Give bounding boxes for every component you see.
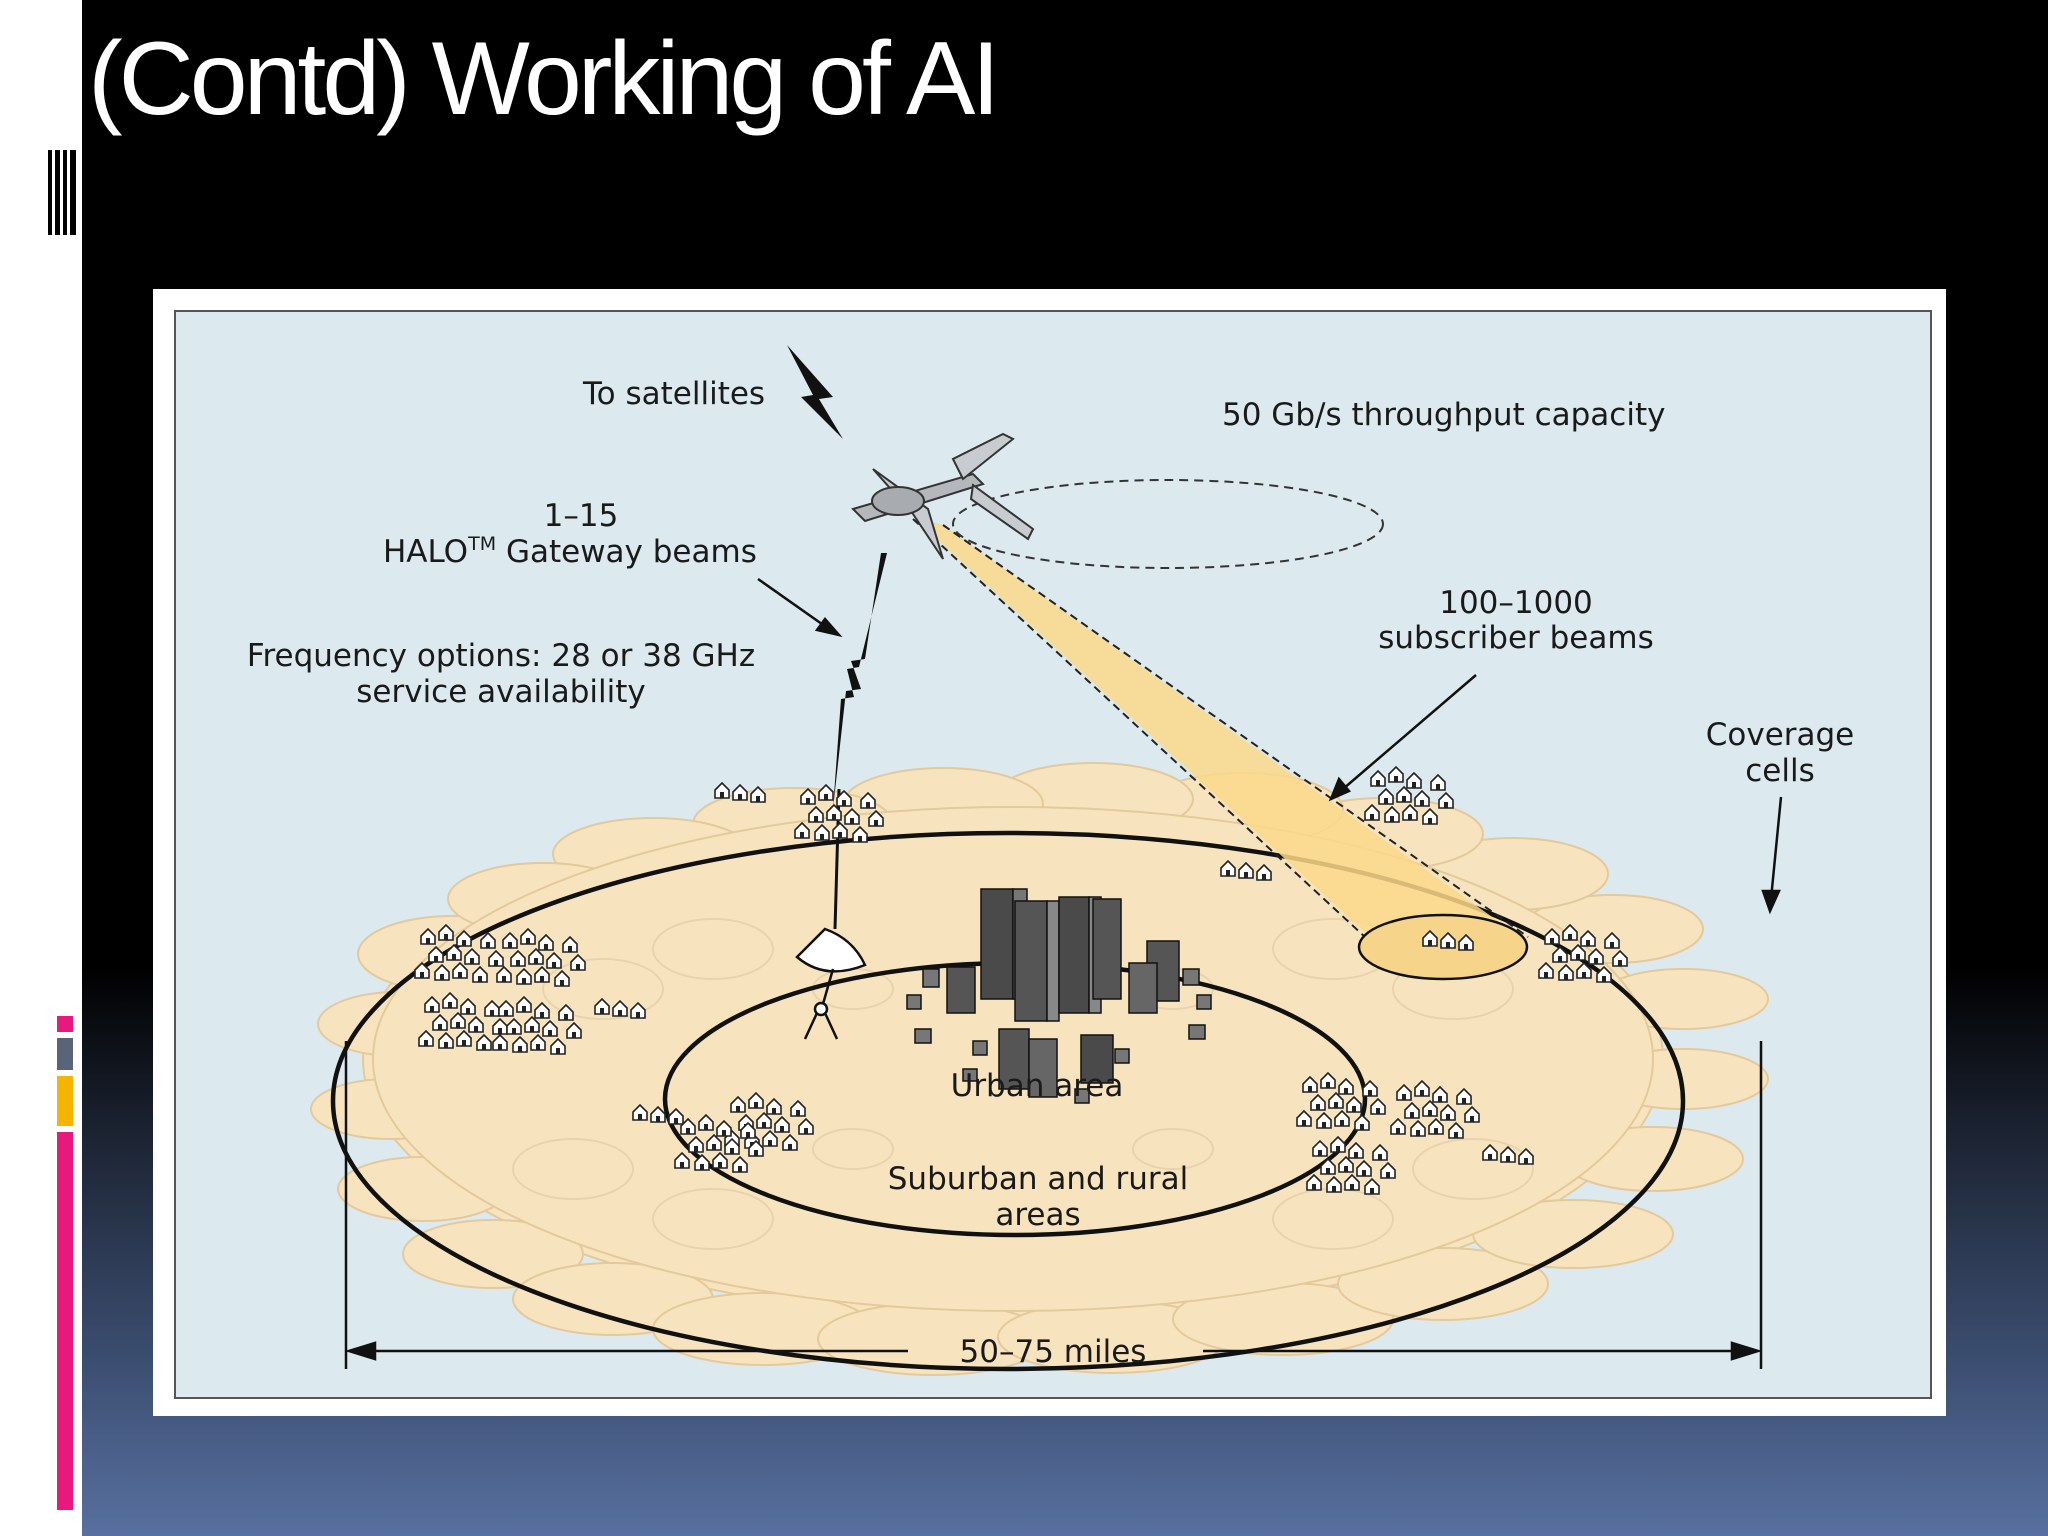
- slide-title: (Contd) Working of AI: [88, 21, 1000, 137]
- gateway-beams-label: HALOTM Gateway beams: [383, 533, 757, 570]
- gateway-beams-suffix: Gateway beams: [496, 534, 757, 570]
- gateway-count-label: 1–15: [544, 498, 619, 534]
- accent-bar-decoration: [48, 150, 76, 1510]
- to-satellites-label: To satellites: [582, 376, 765, 412]
- annotation-arrows: [757, 577, 1783, 915]
- aircraft-orbit: [952, 479, 1384, 569]
- frequency-options-label: Frequency options: 28 or 38 GHz: [247, 638, 755, 674]
- satellite-link-bolt: [787, 345, 843, 439]
- vertical-lines-decoration: [48, 150, 76, 235]
- urban-buildings: [906, 888, 1212, 1104]
- ground-antenna: [795, 927, 867, 1040]
- coverage-label: Coverage: [1706, 717, 1855, 753]
- gateway-name: HALO: [383, 534, 468, 570]
- areas-label: areas: [995, 1197, 1080, 1233]
- urban-area-label: Urban area: [951, 1068, 1124, 1104]
- distance-dimension: [344, 1041, 1763, 1369]
- subscriber-beams-label: subscriber beams: [1378, 620, 1653, 656]
- service-availability-label: service availability: [356, 674, 645, 710]
- halo-network-diagram: To satellites 50 Gb/s throughput capacit…: [174, 310, 1932, 1399]
- cells-label: cells: [1745, 753, 1815, 789]
- halo-aircraft: [851, 432, 1035, 560]
- figure-frame: To satellites 50 Gb/s throughput capacit…: [153, 289, 1946, 1416]
- subscriber-count-label: 100–1000: [1439, 585, 1593, 621]
- suburban-ring: [330, 830, 1686, 1372]
- suburban-rural-label: Suburban and rural: [888, 1161, 1189, 1197]
- throughput-label: 50 Gb/s throughput capacity: [1222, 397, 1665, 433]
- subscriber-beam: [913, 517, 1523, 949]
- distance-label: 50–75 miles: [960, 1334, 1147, 1370]
- trademark-superscript: TM: [467, 533, 496, 555]
